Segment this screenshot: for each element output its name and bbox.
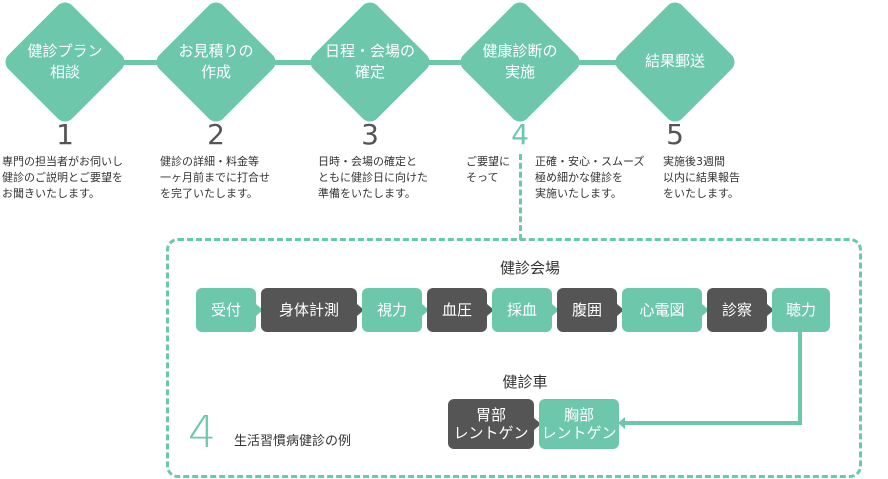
- step-2-description: 健診の詳細・料金等 一ヶ月前までに打合せ を完了いたします。: [160, 155, 270, 200]
- step-1-description: 専門の担当者がお伺いし 健診のご説明とご要望を お聞きいたします。: [2, 155, 123, 200]
- arrow-left-icon: [618, 417, 625, 429]
- step-4-description-left: ご要望に そって: [466, 155, 510, 184]
- step-4-connector: [519, 154, 522, 240]
- step-1-label: 健診プラン 相談: [27, 42, 103, 81]
- step-1-number: 1: [56, 118, 74, 151]
- example-caption: 生活習慣病健診の例: [234, 434, 352, 449]
- arrow-icon: [702, 304, 709, 316]
- arrow-icon: [617, 304, 624, 316]
- step-3-label: 日程・会場の 確定: [324, 42, 415, 81]
- venue-item-body-measurement: 身体計測: [261, 288, 357, 332]
- step-5-number: 5: [666, 118, 684, 151]
- step-4-number: 4: [511, 118, 529, 151]
- venue-item-blood-draw: 採血: [492, 288, 552, 332]
- vehicle-title: 健診車: [502, 373, 548, 391]
- venue-title: 健診会場: [499, 259, 560, 277]
- vehicle-item-chest-xray: 胸部 レントゲン: [539, 399, 619, 449]
- step-2-number: 2: [207, 118, 225, 151]
- step-3-description: 日時・会場の確定と ともに健診日に向けた 準備をいたします。: [318, 155, 428, 200]
- hearing-to-vehicle-connector-horizontal: [625, 421, 802, 425]
- venue-item-blood-pressure: 血圧: [427, 288, 487, 332]
- step-3-number: 3: [361, 118, 379, 151]
- venue-item-consultation: 診察: [707, 288, 767, 332]
- arrow-icon: [256, 304, 263, 316]
- example-detail-box: [166, 238, 862, 478]
- venue-item-waist: 腹囲: [557, 288, 617, 332]
- arrow-icon: [357, 304, 364, 316]
- arrow-icon: [552, 304, 559, 316]
- hearing-to-vehicle-connector-vertical: [798, 332, 802, 424]
- arrow-icon: [487, 304, 494, 316]
- step-5-description: 実施後3週間 以内に結果報告 をいたします。: [663, 155, 740, 200]
- step-2-label: お見積りの 作成: [178, 42, 254, 81]
- vehicle-item-stomach-xray: 胃部 レントゲン: [448, 399, 534, 449]
- example-number: 4: [188, 407, 216, 458]
- venue-item-ecg: 心電図: [622, 288, 702, 332]
- step-4-description-right: 正確・安心・スムーズ 極め細かな健診を 実施いたします。: [535, 155, 645, 200]
- venue-item-reception: 受付: [196, 288, 256, 332]
- venue-item-vision: 視力: [362, 288, 422, 332]
- arrow-icon: [767, 304, 774, 316]
- arrow-icon: [534, 418, 541, 430]
- step-5-label: 結果郵送: [644, 52, 705, 70]
- step-4-label: 健康診断の 実施: [482, 42, 558, 81]
- arrow-icon: [422, 304, 429, 316]
- venue-item-hearing: 聴力: [772, 288, 830, 332]
